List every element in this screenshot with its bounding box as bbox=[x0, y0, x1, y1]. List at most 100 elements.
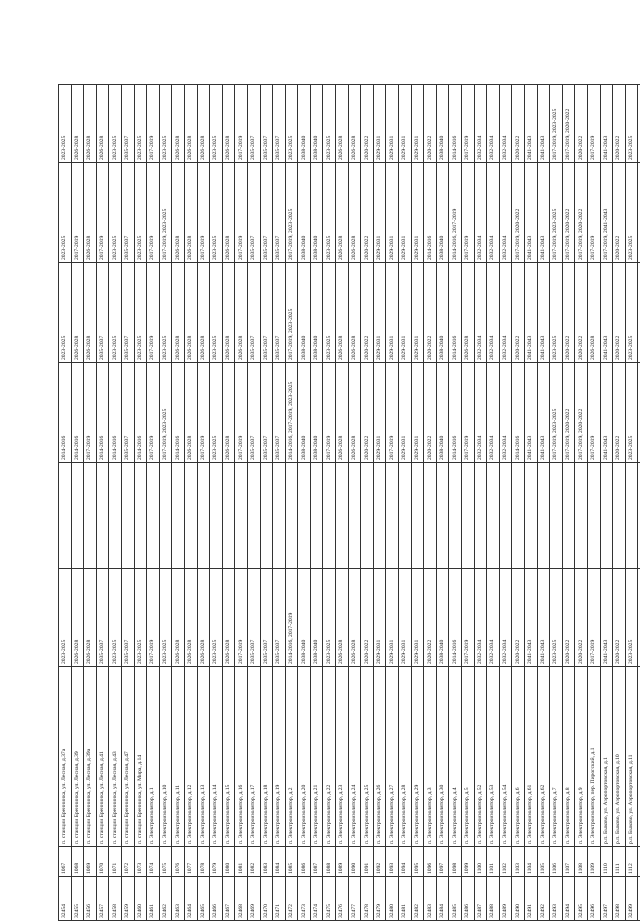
table-cell: 1075 bbox=[159, 847, 172, 877]
table-cell: 1067 bbox=[59, 847, 72, 877]
table-cell: 2017-2019 bbox=[147, 163, 160, 263]
table-cell: 2017-2019, 2020-2022 bbox=[575, 363, 588, 463]
table-cell: 2017-2019, 2023-2025 bbox=[550, 163, 563, 263]
table-cell: 2038-2040 bbox=[310, 263, 323, 363]
table-cell: 1078 bbox=[197, 847, 210, 877]
table-cell: 32478 bbox=[361, 877, 374, 921]
table-cell: 2038-2040 bbox=[310, 163, 323, 263]
table-cell: 2038-2040 bbox=[310, 363, 323, 463]
table-cell: 32498 bbox=[613, 877, 626, 921]
table-cell: 2020-2022 bbox=[562, 569, 575, 667]
table-cell: 1084 bbox=[273, 847, 286, 877]
table-cell: 2035-2037 bbox=[247, 163, 260, 263]
table-cell: 1096 bbox=[424, 847, 437, 877]
table-cell bbox=[424, 463, 437, 569]
table-cell: 2035-2037 bbox=[260, 85, 273, 163]
table-cell: 2020-2022 bbox=[575, 569, 588, 667]
table-cell: п. Электроизолятор, д.15 bbox=[222, 667, 235, 847]
table-cell bbox=[550, 463, 563, 569]
table-cell: 2041-2043 bbox=[524, 363, 537, 463]
table-cell: 2017-2019 bbox=[197, 363, 210, 463]
table-cell: п. Электроизолятор, д.13 bbox=[197, 667, 210, 847]
table-cell: 32454 bbox=[59, 877, 72, 921]
table-cell bbox=[159, 463, 172, 569]
table-cell bbox=[562, 463, 575, 569]
table-cell: 2023-2025 bbox=[134, 569, 147, 667]
table-cell bbox=[386, 463, 399, 569]
table-cell: 32484 bbox=[436, 877, 449, 921]
table-cell: 2017-2019, 2023-2025 bbox=[285, 163, 298, 263]
table-cell: 2014-2016, 2017-2019, 2023-2025 bbox=[285, 363, 298, 463]
table-cell: п. Электроизолятор, д.30 bbox=[436, 667, 449, 847]
table-cell: 2041-2043 bbox=[524, 85, 537, 163]
table-cell: 1099 bbox=[462, 847, 475, 877]
table-cell: 2017-2019 bbox=[587, 569, 600, 667]
table-cell: 2020-2022 bbox=[613, 569, 626, 667]
table-cell: 2017-2019 bbox=[462, 163, 475, 263]
table-cell: п. Электроизолятор, д.1 bbox=[147, 667, 160, 847]
table-cell: 1105 bbox=[537, 847, 550, 877]
table-cell: 2017-2019 bbox=[235, 85, 248, 163]
table-cell: п. Электроизолятор, д.54 bbox=[499, 667, 512, 847]
table-cell: 2038-2040 bbox=[298, 263, 311, 363]
table-cell: п. Электроизолятор, д.20 bbox=[298, 667, 311, 847]
table-cell bbox=[436, 463, 449, 569]
table-cell bbox=[273, 463, 286, 569]
table-cell: 1109 bbox=[587, 847, 600, 877]
table-cell: 32465 bbox=[197, 877, 210, 921]
table-cell: 2041-2043 bbox=[600, 569, 613, 667]
table-cell: 2032-2034 bbox=[474, 569, 487, 667]
table-cell bbox=[121, 463, 134, 569]
table-cell bbox=[487, 463, 500, 569]
table-cell: 2035-2037 bbox=[273, 163, 286, 263]
table-cell: 2038-2040 bbox=[298, 363, 311, 463]
table-cell: 2023-2025 bbox=[134, 263, 147, 363]
table-cell bbox=[134, 463, 147, 569]
table-cell: 2014-2016 bbox=[449, 569, 462, 667]
table-cell: п. Электроизолятор, д.3 bbox=[424, 667, 437, 847]
table-cell: 2023-2025 bbox=[109, 263, 122, 363]
table-cell: 2041-2043 bbox=[600, 85, 613, 163]
table-cell: 2026-2028 bbox=[348, 163, 361, 263]
table-cell: 32458 bbox=[109, 877, 122, 921]
table-cell bbox=[524, 463, 537, 569]
table-cell: 1093 bbox=[386, 847, 399, 877]
table-cell: 2041-2043 bbox=[537, 363, 550, 463]
table-cell: 2032-2034 bbox=[499, 163, 512, 263]
table-cell: 1108 bbox=[575, 847, 588, 877]
table-cell: 2017-2019 bbox=[147, 263, 160, 363]
table-cell: 2026-2028 bbox=[348, 85, 361, 163]
table-cell: 2026-2028 bbox=[587, 263, 600, 363]
table-cell: 2017-2019 bbox=[323, 363, 336, 463]
table-cell: 2017-2019 bbox=[197, 163, 210, 263]
table-cell: 2026-2028 bbox=[222, 85, 235, 163]
table-cell: 2035-2037 bbox=[260, 163, 273, 263]
table-cell: 2017-2019 bbox=[587, 363, 600, 463]
table-cell: п. Электроизолятор, д.6 bbox=[512, 667, 525, 847]
table-cell: 2026-2028 bbox=[222, 263, 235, 363]
table-cell: п. Электроизолятор, д.24 bbox=[348, 667, 361, 847]
table-cell: п. Электроизолятор, д.53 bbox=[487, 667, 500, 847]
table-cell: 2026-2028 bbox=[222, 569, 235, 667]
table-cell: 2014-2016 bbox=[449, 263, 462, 363]
table-cell: 2023-2025 bbox=[59, 263, 72, 363]
table-cell bbox=[499, 463, 512, 569]
table-cell: 2038-2040 bbox=[310, 85, 323, 163]
table-cell: 1086 bbox=[298, 847, 311, 877]
table-cell bbox=[172, 463, 185, 569]
table-cell: 2029-2031 bbox=[386, 569, 399, 667]
